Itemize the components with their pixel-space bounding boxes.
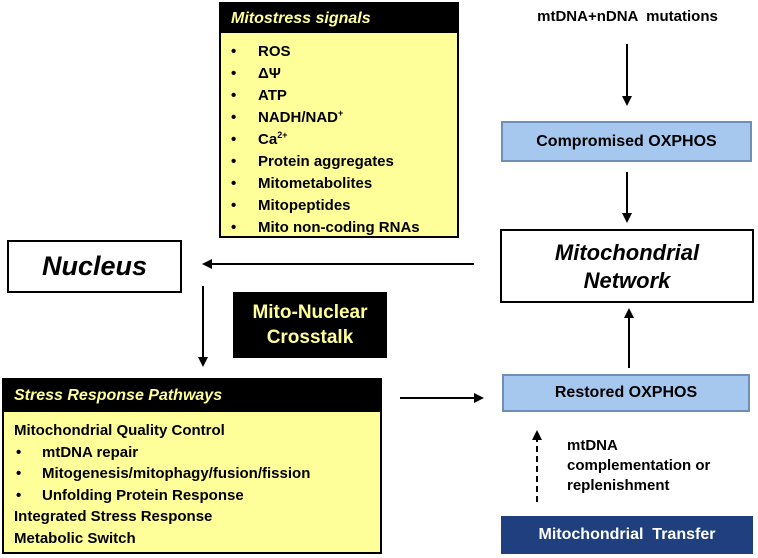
restored-oxphos-box: Restored OXPHOS — [502, 374, 750, 412]
mitostress-signals-list: •ROS •ΔΨ •ATP •NADH/NAD+ •Ca2+ •Protein … — [221, 41, 457, 239]
stress-response-list: Mitochondrial Quality Control •mtDNA rep… — [4, 420, 380, 549]
mitochondrial-network-box: Mitochondrial Network — [500, 229, 754, 303]
mitochondrial-transfer-box: Mitochondrial Transfer — [501, 516, 753, 554]
crosstalk-line-2: Crosstalk — [266, 327, 354, 348]
ca-superscript: 2+ — [277, 130, 288, 140]
mutations-label: mtDNA+nDNA mutations — [537, 8, 718, 25]
metabolic-switch: Metabolic Switch — [14, 529, 136, 547]
list-item: •ΔΨ — [231, 65, 281, 82]
compromised-oxphos-box: Compromised OXPHOS — [501, 121, 752, 162]
list-item: •Mitometabolites — [231, 175, 373, 192]
list-item: •mtDNA repair — [16, 443, 139, 461]
list-item: •NADH/NAD+ — [231, 108, 344, 127]
list-item: •Protein aggregates — [231, 153, 394, 170]
network-line-1: Mitochondrial — [554, 240, 700, 265]
integrated-stress-response: Integrated Stress Response — [14, 508, 213, 525]
complementation-label: mtDNA complementation or replenishment — [567, 437, 711, 494]
mitostress-signals-title: Mitostress signals — [221, 4, 457, 33]
stress-response-title: Stress Response Pathways — [4, 380, 380, 412]
list-item: •Unfolding Protein Response — [16, 486, 244, 504]
quality-control-heading: Mitochondrial Quality Control — [14, 422, 225, 439]
network-line-2: Network — [583, 268, 671, 293]
crosstalk-box: Mito-Nuclear Crosstalk — [233, 292, 387, 358]
list-item: •Ca2+ — [231, 130, 288, 149]
list-item: •Mitogenesis/mitophagy/fusion/fission — [16, 465, 311, 482]
mitostress-signals-panel: Mitostress signals •ROS •ΔΨ •ATP •NADH/N… — [219, 2, 459, 238]
list-item: •Mitopeptides — [231, 197, 351, 214]
list-item: •ROS — [231, 43, 291, 60]
crosstalk-line-1: Mito-Nuclear — [252, 302, 368, 323]
nucleus-box: Nucleus — [7, 240, 182, 293]
list-item: •Mito non-coding RNAs — [231, 219, 420, 236]
nad-superscript: + — [338, 108, 344, 118]
stress-response-panel: Stress Response Pathways Mitochondrial Q… — [2, 378, 382, 554]
list-item: •ATP — [231, 87, 287, 104]
